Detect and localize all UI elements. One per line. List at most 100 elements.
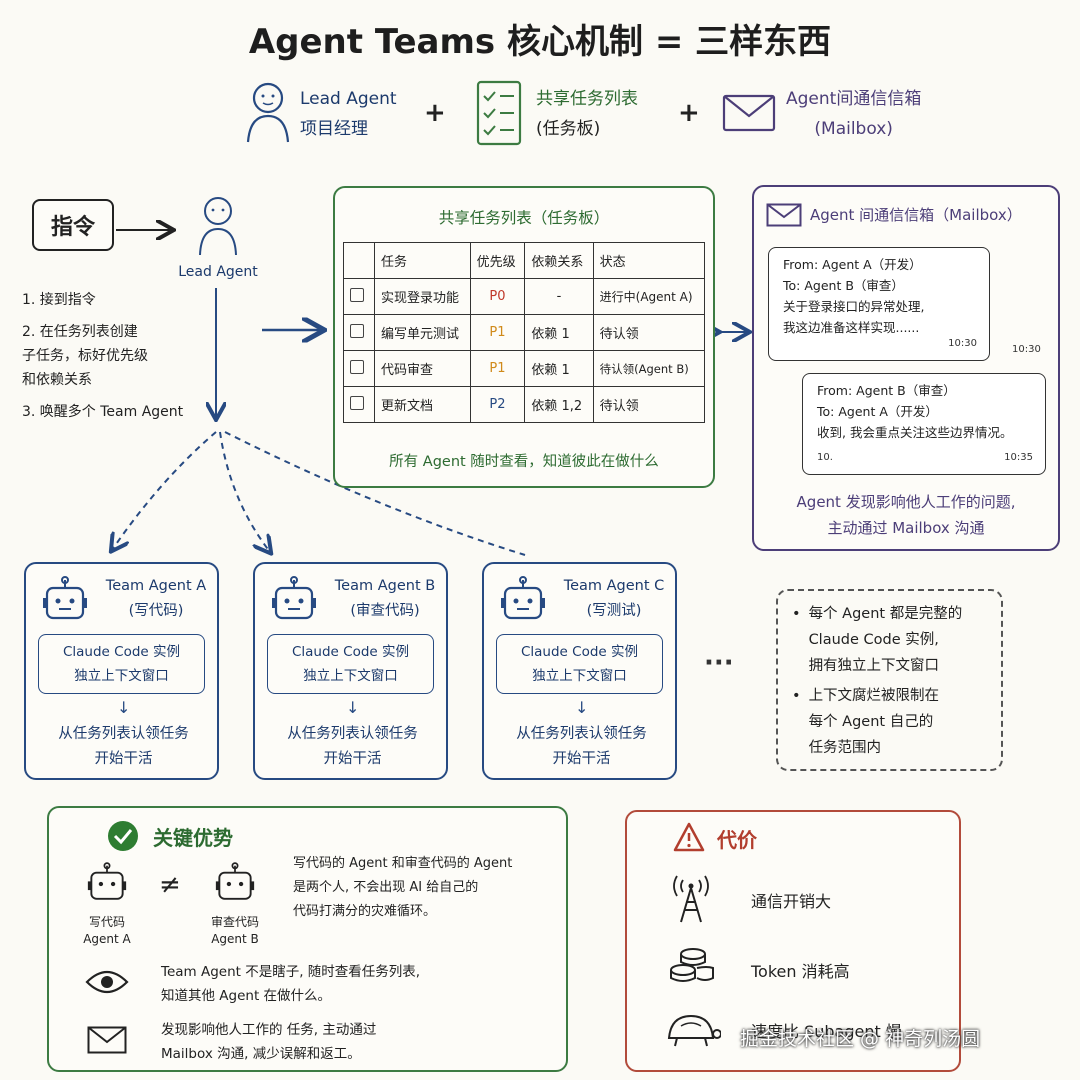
- legend-mail-sub: (Mailbox): [814, 119, 893, 139]
- table-row: 更新文档 P2 依赖 1,2 待认领: [343, 386, 706, 423]
- message-time: 10:35: [1004, 452, 1033, 463]
- advantages-panel: 关键优势 写代码 Agent A ≠ 审查代码 Agent B 写代码的 Age…: [47, 806, 568, 1072]
- advantage-text-1: 写代码的 Agent 和审查代码的 Agent 是两个人, 不会出现 AI 给自…: [293, 852, 512, 924]
- task-cell: 更新文档: [374, 386, 471, 423]
- table-header-cell: 任务: [374, 242, 471, 279]
- step-3: 3. 唤醒多个 Team Agent: [22, 404, 184, 420]
- status-cell: 待认领(Agent B): [592, 350, 706, 387]
- claude-instance-box: Claude Code 实例 独立上下文窗口: [496, 634, 663, 694]
- status-cell: 待认领: [592, 386, 706, 423]
- more-agents-ellipsis: ···: [704, 648, 734, 678]
- message-time: 10.: [817, 452, 833, 463]
- turtle-icon: [667, 1014, 721, 1047]
- robot-icon: [87, 862, 127, 900]
- task-board-title: 共享任务列表（任务板）: [438, 209, 610, 227]
- priority-cell: P1: [469, 314, 526, 351]
- dep-cell: 依赖 1: [524, 314, 594, 351]
- priority-cell: P2: [469, 386, 526, 423]
- robot-icon: [215, 862, 255, 900]
- message-to: To: Agent B（审查）: [783, 278, 904, 293]
- context-label: 独立上下文窗口: [532, 668, 627, 684]
- advantage-line: 代码打满分的灾难循环。: [293, 904, 437, 919]
- message-time: 10:30: [948, 338, 977, 349]
- table-row: 实现登录功能 P0 - 进行中(Agent A): [343, 278, 706, 315]
- message-from: From: Agent A（开发）: [783, 257, 922, 272]
- task-cell: 实现登录功能: [374, 278, 471, 315]
- note-text: 上下文腐烂被限制在 每个 Agent 自己的 任务范围内: [808, 688, 940, 756]
- message-body: 关于登录接口的异常处理,: [783, 299, 925, 314]
- table-header-cell: 状态: [592, 242, 706, 279]
- command-box: 指令: [32, 199, 114, 251]
- plus-sign: +: [678, 98, 700, 128]
- advantage-text-2: Team Agent 不是瞎子, 随时查看任务列表, 知道其他 Agent 在做…: [161, 960, 420, 1008]
- table-header-cell: 依赖关系: [524, 242, 594, 279]
- message-card[interactable]: From: Agent A（开发） To: Agent B（审查） 关于登录接口…: [768, 247, 990, 361]
- checkbox[interactable]: [350, 395, 364, 410]
- claim-line: 从任务列表认领任务: [287, 726, 418, 742]
- legend-board-label: 共享任务列表: [536, 89, 638, 109]
- table-header: 任务 优先级 依赖关系 状态: [343, 242, 706, 279]
- dispatch-arrow-b: [219, 431, 270, 552]
- mailbox-footer: Agent 发现影响他人工作的问题, 主动通过 Mailbox 沟通: [754, 489, 1058, 541]
- message-body: 我这边准备这样实现......: [783, 320, 920, 335]
- advantages-title: 关键优势: [153, 826, 233, 850]
- claude-instance-box: Claude Code 实例 独立上下文窗口: [267, 634, 434, 694]
- instance-label: Claude Code 实例: [520, 644, 639, 660]
- message-body: 收到, 我会重点关注这些边界情况。: [817, 425, 1013, 440]
- robot-label: 审查代码 Agent B: [195, 914, 275, 948]
- dispatch-arrow-a: [112, 431, 217, 550]
- robot-role: 审查代码: [210, 915, 259, 929]
- person-icon: [246, 82, 290, 143]
- down-arrow-icon: ↓: [346, 698, 360, 717]
- table-header-cell: [343, 242, 375, 279]
- checkbox[interactable]: [350, 323, 364, 338]
- checkbox[interactable]: [350, 287, 364, 302]
- mailbox-title: Agent 间通信信箱（Mailbox）: [810, 206, 1022, 224]
- advantage-line: 发现影响他人工作的 任务, 主动通过: [161, 1022, 377, 1038]
- advantage-line: 知道其他 Agent 在做什么。: [161, 988, 332, 1004]
- note-text: 每个 Agent 都是完整的 Claude Code 实例, 拥有独立上下文窗口: [808, 606, 963, 674]
- context-label: 独立上下文窗口: [74, 668, 169, 684]
- agent-name: Team Agent B: [334, 578, 436, 594]
- checkbox[interactable]: [350, 359, 364, 374]
- instance-label: Claude Code 实例: [62, 644, 181, 660]
- dep-cell: 依赖 1: [524, 350, 594, 387]
- advantage-line: Team Agent 不是瞎子, 随时查看任务列表,: [161, 964, 421, 980]
- legend-lead-label: Lead Agent: [300, 89, 397, 109]
- agent-card-a: Team Agent A (写代码) Claude Code 实例 独立上下文窗…: [24, 562, 219, 780]
- costs-title: 代价: [717, 828, 757, 852]
- legend-mail-label: Agent间通信信箱: [786, 89, 922, 109]
- lead-agent-icon: [199, 197, 237, 256]
- legend-lead-role: 项目经理: [300, 119, 368, 139]
- advantage-text-3: 发现影响他人工作的 任务, 主动通过 Mailbox 沟通, 减少误解和返工。: [161, 1018, 376, 1066]
- down-arrow-icon: ↓: [575, 698, 589, 717]
- message-card[interactable]: From: Agent B（审查） To: Agent A（开发） 收到, 我会…: [802, 373, 1046, 475]
- costs-panel: 代价 通信开销大 Token 消耗高 速度比 Subagent 慢: [625, 810, 961, 1072]
- claim-line: 开始干活: [552, 751, 611, 767]
- signal-tower-icon: [673, 875, 709, 923]
- task-board-footer: 所有 Agent 随时查看，知道彼此在做什么: [389, 454, 659, 470]
- robot-icon: [501, 576, 545, 620]
- lead-steps: 1. 接到指令 2. 在任务列表创建 子任务，标好优先级 和依赖关系 3. 唤醒…: [22, 288, 212, 432]
- advantage-line: 是两个人, 不会出现 AI 给自己的: [293, 880, 479, 895]
- table-row: 代码审查 P1 依赖 1 待认领(Agent B): [343, 350, 706, 387]
- advantage-line: 写代码的 Agent 和审查代码的 Agent: [293, 856, 513, 871]
- down-arrow-icon: ↓: [117, 698, 131, 717]
- cost-item: 速度比 Subagent 慢: [751, 1022, 902, 1041]
- agent-role: (审查代码): [350, 603, 420, 619]
- context-label: 独立上下文窗口: [303, 668, 398, 684]
- agent-name: Team Agent A: [105, 578, 207, 594]
- claim-text: 从任务列表认领任务 开始干活: [484, 722, 679, 772]
- robot-name: Agent B: [211, 932, 259, 946]
- robot-icon: [272, 576, 316, 620]
- page-title: Agent Teams 核心机制 = 三样东西: [248, 22, 832, 62]
- table-row: 编写单元测试 P1 依赖 1 待认领: [343, 314, 706, 351]
- agent-card-b: Team Agent B (审查代码) Claude Code 实例 独立上下文…: [253, 562, 448, 780]
- agent-role: (写代码): [128, 603, 184, 619]
- message-to: To: Agent A（开发）: [817, 404, 938, 419]
- task-cell: 编写单元测试: [374, 314, 471, 351]
- mailbox-footer-line: 主动通过 Mailbox 沟通: [827, 519, 985, 537]
- robot-icon: [43, 576, 87, 620]
- coins-icon: [670, 948, 714, 982]
- task-cell: 代码审查: [374, 350, 471, 387]
